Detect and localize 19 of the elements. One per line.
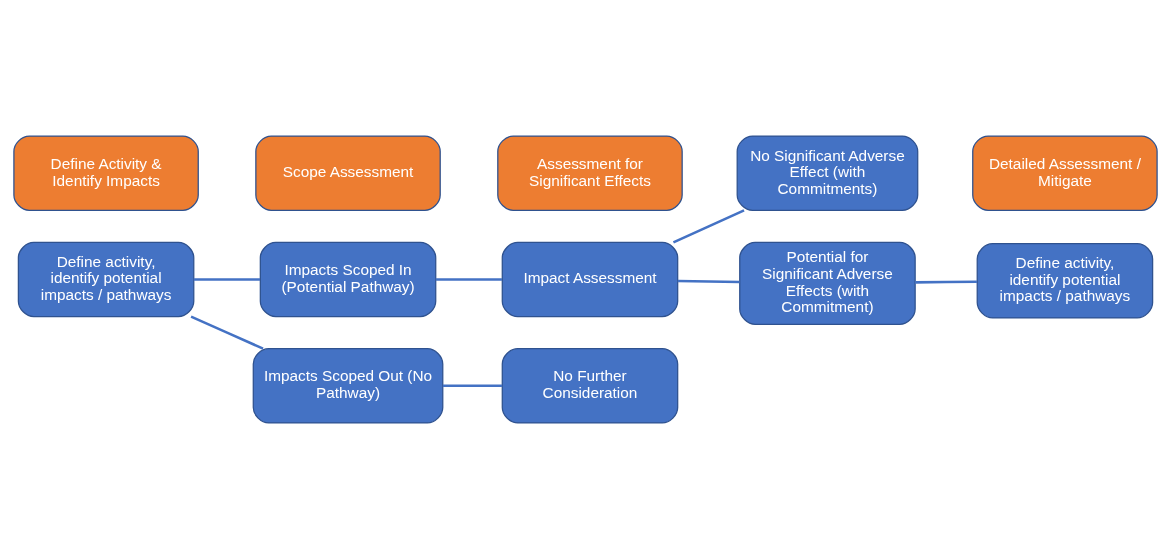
node-box: Impacts Scoped In (Potential Pathway) xyxy=(259,241,437,318)
node-box: Assessment for Significant Effects xyxy=(497,135,683,211)
node-box: No Significant Adverse Effect (with Commitments) xyxy=(736,135,919,211)
connector xyxy=(677,279,740,284)
node-box: Impacts Scoped Out (No Pathway) xyxy=(252,348,444,424)
node-box: Define Activity & Identify Impacts xyxy=(13,135,199,211)
connector xyxy=(435,278,502,281)
node-box: Detailed Assessment / Mitigate xyxy=(972,135,1158,211)
connector xyxy=(672,209,745,244)
connector xyxy=(915,280,977,284)
node-box: Define activity, identify potential impacts / pathways xyxy=(17,241,195,318)
connector xyxy=(190,315,264,350)
connector xyxy=(442,384,503,388)
node-box: No Further Consideration xyxy=(501,348,679,424)
node-box: Potential for Significant Adverse Effects (with Commitment) xyxy=(739,241,916,325)
connector xyxy=(193,278,261,281)
node-box: Impact Assessment xyxy=(501,241,679,318)
node-box: Scope Assessment xyxy=(255,135,441,211)
node-box: Define activity, identify potential impacts / pathways xyxy=(976,243,1154,319)
